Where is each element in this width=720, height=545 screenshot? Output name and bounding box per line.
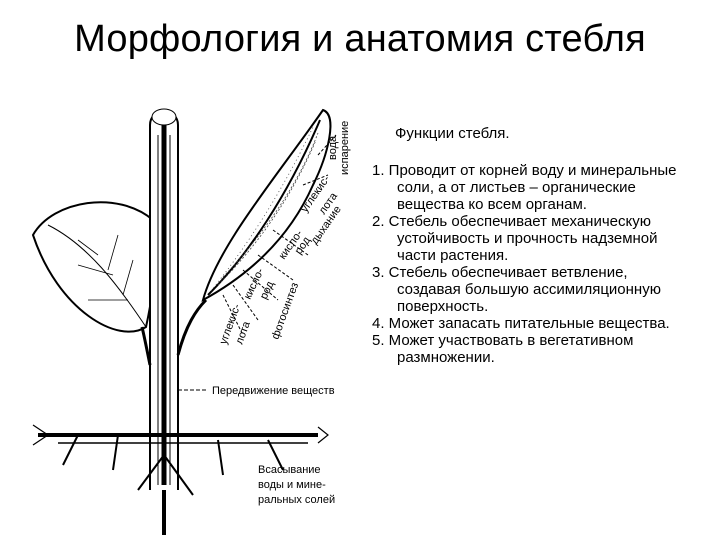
slide-title: Морфология и анатомия стебля [0,18,720,61]
label-evaporation: испарение [339,121,351,175]
function-item-3: 3. Стебель обеспечивает ветвление, созда… [372,264,677,315]
stem-diagram-svg: испарение вода углекис- лота кисло- род … [18,95,368,540]
function-item-4: 4. Может запасать питательные вещества. [372,315,677,332]
left-leaf [33,202,155,331]
functions-heading: Функции стебля. [395,125,677,142]
stem-diagram: испарение вода углекис- лота кисло- род … [18,95,368,540]
function-item-2: 2. Стебель обеспечивает механическую уст… [372,213,677,264]
function-item-5: 5. Может участвовать в вегетативном разм… [372,332,677,366]
label-absorption-1: Всасывание [258,464,321,476]
label-absorption-3: ральных солей [258,494,335,506]
functions-list: 1. Проводит от корней воду и минеральные… [372,162,677,366]
function-item-1: 1. Проводит от корней воду и минеральные… [372,162,677,213]
label-absorption-2: воды и мине- [258,479,326,491]
label-movement: Передвижение веществ [212,385,335,397]
functions-text: Функции стебля. 1. Проводит от корней во… [372,125,677,366]
label-photosynthesis: фотосинтез [270,281,302,341]
label-water: вода [327,135,339,160]
